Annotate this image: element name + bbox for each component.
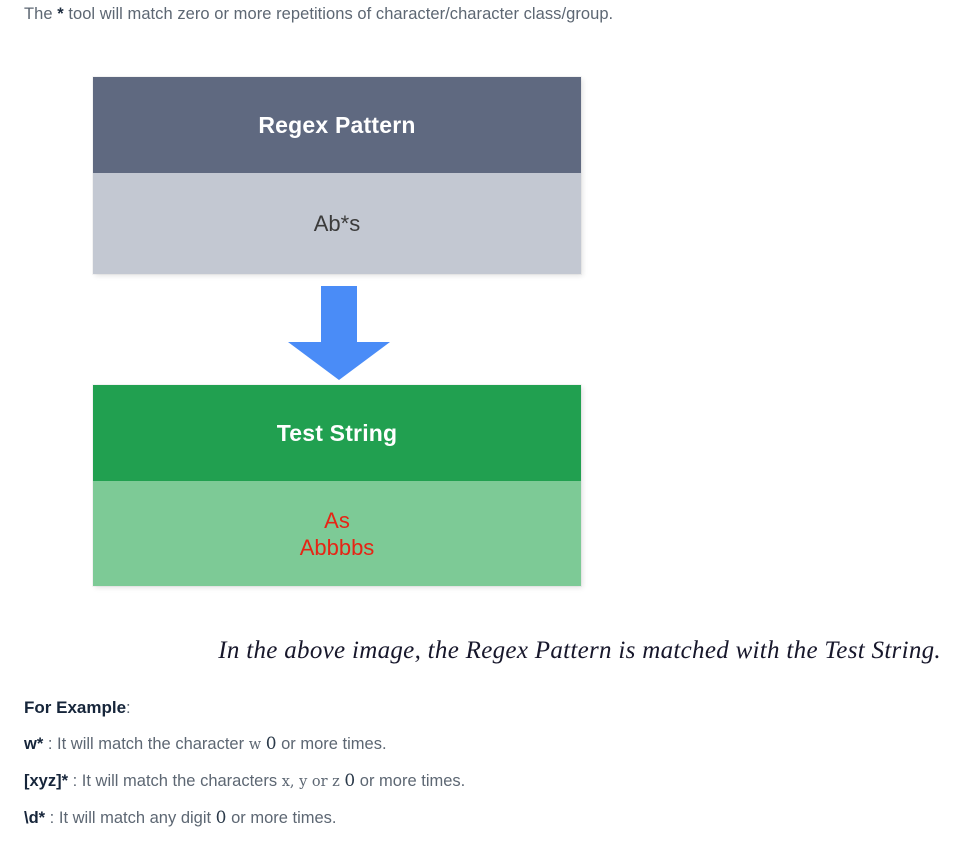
test-string-body: As Abbbbs [93,481,581,586]
test-string-line-1: As [324,507,350,533]
example-sep-2: : [68,772,82,790]
regex-pattern-card: Regex Pattern Ab*s [93,77,581,274]
example-token-2: [xyz]* [24,772,69,790]
example-text-before-2: It will match the characters [81,772,282,790]
example-text-before-1: It will match the character [57,735,249,753]
arrow-down-icon [286,284,392,382]
example-number-3: 0 [215,808,227,828]
regex-pattern-value: Ab*s [313,210,361,236]
intro-token: * [57,5,64,23]
regex-pattern-body: Ab*s [93,173,581,274]
examples-section: For Example: w* : It will match the char… [24,696,924,844]
regex-pattern-header: Regex Pattern [93,77,581,173]
intro-prefix: The [24,5,58,23]
example-number-2: 0 [344,771,356,791]
intro-suffix: tool will match zero or more repetitions… [63,5,614,23]
example-mono-2: x, y or z [281,774,340,790]
example-text-after-3: or more times. [226,809,337,827]
examples-heading-colon: : [126,699,131,717]
examples-heading-label: For Example [24,698,127,717]
intro-sentence: The * tool will match zero or more repet… [24,3,613,25]
example-sep-3: : [45,809,59,827]
example-token-3: \d* [24,809,46,827]
example-item-2: [xyz]* : It will match the characters x,… [24,770,924,793]
test-string-card: Test String As Abbbbs [93,385,581,586]
example-text-after-2: or more times. [355,772,466,790]
example-text-before-3: It will match any digit [58,809,216,827]
test-string-header: Test String [93,385,581,481]
example-item-1: w* : It will match the character w 0 or … [24,733,924,756]
diagram-caption: In the above image, the Regex Pattern is… [218,637,941,664]
example-text-after-1: or more times. [276,735,387,753]
example-token-1: w* [24,735,44,753]
example-mono-1: w [248,737,262,753]
test-string-line-2: Abbbbs [299,534,375,560]
example-item-3: \d* : It will match any digit 0 or more … [24,807,924,830]
examples-heading: For Example: [24,696,924,720]
example-number-1: 0 [265,734,277,754]
regex-diagram: Regex Pattern Ab*s Test String As Abbbbs [0,70,953,600]
example-sep-1: : [43,735,58,753]
